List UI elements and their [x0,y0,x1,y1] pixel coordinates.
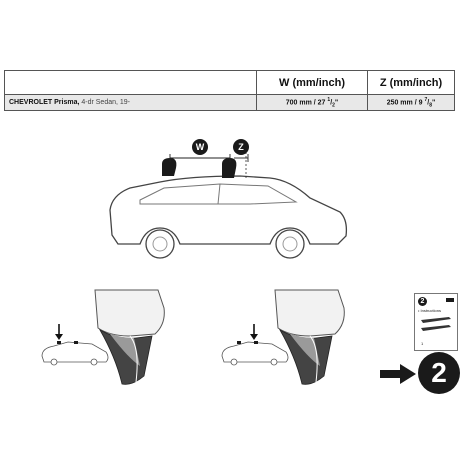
w-value-cell: 700 mm / 27 1/2" [256,94,368,111]
table-header-row: W (mm/inch) Z (mm/inch) [4,70,455,95]
w-fraction-num: 1 [327,96,331,103]
next-step-card: 2 • Instructions 1 [414,293,458,351]
header-model [4,70,257,95]
z-value-cell: 250 mm / 9 7/8" [367,94,455,111]
rear-wheel [145,229,175,259]
z-fraction-num: 7 [424,96,428,103]
z-unit: " [431,98,436,106]
card-step-number: 2 [418,297,427,306]
fit-spec-table: W (mm/inch) Z (mm/inch) CHEVROLET Prisma… [4,70,455,111]
w-fraction-den: 2 [332,102,335,109]
card-flag-icon [446,298,454,302]
w-unit: " [334,98,339,106]
arrow-right-icon [380,364,416,384]
car-windows [139,183,298,205]
car-body-outline [109,175,348,245]
front-wheel [275,229,305,259]
table-row: CHEVROLET Prisma, 4-dr Sedan, 19- 700 mm… [4,94,455,111]
z-value: 250 mm / 9 [386,98,423,106]
z-fraction-den: 8 [429,102,432,109]
vehicle-model: CHEVROLET Prisma, [9,99,80,106]
card-title: • Instructions [418,308,441,313]
front-rack-foot [222,158,237,178]
header-w: W (mm/inch) [256,70,368,95]
header-z: Z (mm/inch) [367,70,455,95]
rear-rack-foot [162,158,177,176]
z-dimension-label: Z [233,139,249,155]
rack-bars-icon [421,317,451,331]
w-dimension-label: W [192,139,208,155]
door-detail-left [41,289,165,385]
next-step-badge[interactable]: 2 [418,352,460,394]
car-measurement-diagram [109,152,348,259]
vehicle-cell: CHEVROLET Prisma, 4-dr Sedan, 19- [4,94,257,111]
vehicle-spec: 4-dr Sedan, 19- [81,99,131,106]
w-value: 700 mm / 27 [285,98,326,106]
door-detail-right [221,289,345,385]
card-footnote: 1 [421,341,424,346]
